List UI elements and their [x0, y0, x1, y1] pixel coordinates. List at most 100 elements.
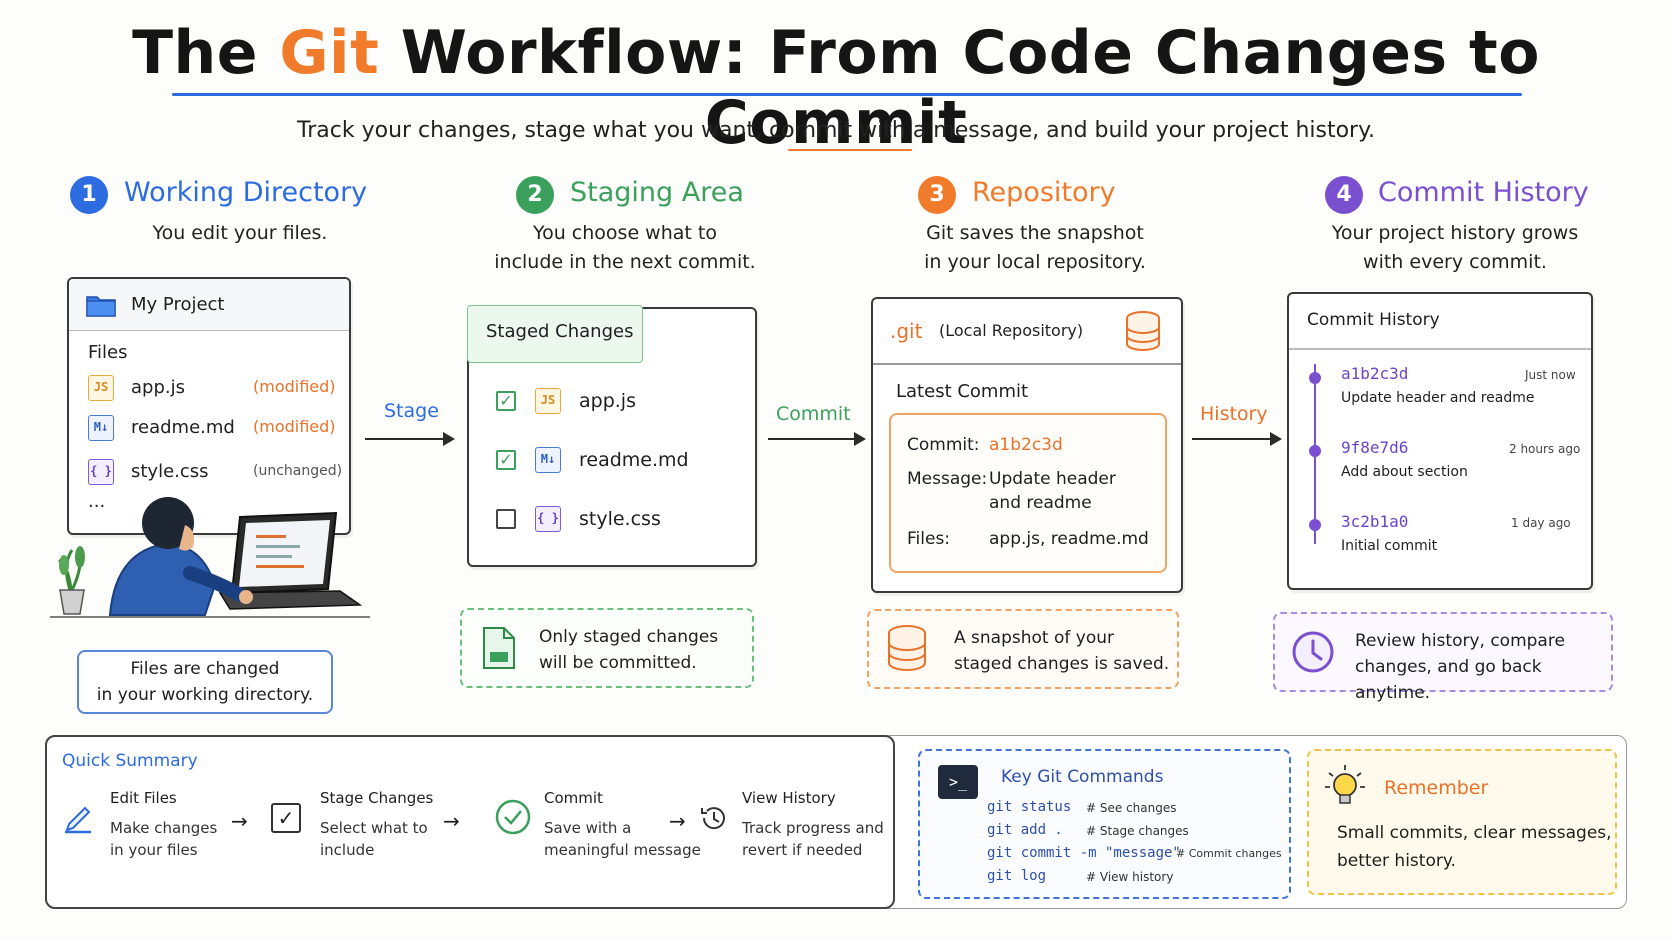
step-number-4: 4 [1325, 176, 1363, 214]
history-icon [699, 803, 729, 833]
summary-desc-line: revert if needed [742, 841, 863, 859]
lightbulb-icon [1323, 763, 1367, 811]
more-files-ellipsis: ... [88, 491, 106, 512]
arrow-commit-line [768, 438, 856, 440]
markdown-file-icon: M↓ [535, 447, 561, 473]
commit-history-title: Commit History [1307, 310, 1440, 330]
git-command-comment: # Stage changes [1086, 824, 1189, 838]
git-command-comment: # See changes [1086, 801, 1177, 815]
commit-message: Initial commit [1341, 538, 1438, 554]
remember-line: Small commits, clear messages, [1337, 823, 1612, 843]
step-desc-line: You edit your files. [152, 222, 328, 244]
file-status: (unchanged) [253, 463, 343, 479]
file-icon [482, 626, 516, 670]
summary-desc-line: include [320, 841, 375, 859]
git-command: git add . [987, 822, 1063, 838]
staging-note: Only staged changes will be committed. [460, 608, 754, 688]
git-command: git status [987, 799, 1072, 815]
arrow-history-line [1192, 438, 1272, 440]
arrow-label-commit: Commit [776, 403, 851, 425]
step-desc-repository: Git saves the snapshot in your local rep… [880, 219, 1190, 277]
summary-step-head: Edit Files [110, 789, 177, 807]
step-number-1: 1 [70, 176, 108, 214]
git-command-comment: # Commit changes [1176, 847, 1282, 860]
step-desc-line: Your project history grows [1331, 222, 1579, 244]
working-directory-panel: My Project Files JS app.js (modified) M↓… [67, 277, 351, 535]
note-line: Review history, compare [1355, 631, 1565, 651]
repository-panel: .git (Local Repository) Latest Commit Co… [871, 297, 1183, 593]
summary-step-desc: Save with a meaningful message [544, 817, 701, 861]
commit-files: app.js, readme.md [989, 529, 1149, 549]
checkbox-checked[interactable]: ✓ [496, 450, 516, 470]
commit-message: Add about section [1341, 464, 1468, 480]
arrow-label-stage: Stage [384, 400, 439, 422]
folder-icon [86, 293, 116, 317]
arrow-label-history: History [1200, 403, 1268, 425]
remember-title: Remember [1384, 777, 1489, 799]
arrow-right-icon [1270, 432, 1282, 446]
timeline-dot [1309, 372, 1321, 384]
timeline-dot [1309, 445, 1321, 457]
commit-time: 2 hours ago [1509, 442, 1581, 456]
commit-field-label: Commit: [907, 435, 980, 455]
summary-desc-line: in your files [110, 841, 198, 859]
checkbox-checked[interactable]: ✓ [496, 391, 516, 411]
title-prefix: The [132, 18, 258, 88]
note-line: staged changes is saved. [954, 654, 1170, 674]
staged-file-name: app.js [579, 390, 636, 412]
message-field-label: Message: [907, 469, 988, 489]
note-line: in your working directory. [96, 685, 314, 705]
step-number-2: 2 [516, 176, 554, 214]
summary-desc-line: meaningful message [544, 841, 701, 859]
step-desc-line: Git saves the snapshot [926, 222, 1144, 244]
files-field-label: Files: [907, 529, 951, 549]
note-line: changes, and go back anytime. [1355, 657, 1542, 703]
database-icon [1125, 311, 1161, 351]
js-file-icon: JS [535, 388, 561, 414]
checkbox-unchecked[interactable] [496, 509, 516, 529]
note-line: will be committed. [539, 653, 697, 673]
summary-step-desc: Track progress and revert if needed [742, 817, 884, 861]
file-name: style.css [131, 461, 209, 482]
file-status: (modified) [253, 377, 336, 396]
quick-summary-panel: Quick Summary Edit Files Make changes in… [45, 735, 895, 909]
project-name: My Project [131, 294, 225, 315]
title-highlight: Git [279, 18, 380, 88]
summary-step-head: Stage Changes [320, 789, 434, 807]
step-desc-line: with every commit. [1363, 251, 1547, 273]
files-label: Files [88, 342, 128, 363]
working-directory-note: Files are changed in your working direct… [77, 650, 333, 714]
staged-file-name: readme.md [579, 449, 689, 471]
developer-illustration [50, 495, 370, 655]
step-desc-staging-area: You choose what to include in the next c… [470, 219, 780, 277]
subtitle: Track your changes, stage what you want,… [297, 118, 1375, 143]
summary-desc-line: Make changes [110, 819, 218, 837]
step-desc-commit-history: Your project history grows with every co… [1290, 219, 1620, 277]
clock-icon [1291, 630, 1335, 674]
title-underline [172, 93, 1522, 96]
commit-hash: 9f8e7d6 [1341, 438, 1409, 457]
subtitle-underline [788, 149, 912, 151]
staged-changes-title: Staged Changes [486, 321, 634, 342]
git-command-comment: # View history [1086, 870, 1174, 884]
terminal-icon: >_ [938, 765, 978, 799]
note-line: Only staged changes [539, 627, 719, 647]
git-commands-title: Key Git Commands [1001, 767, 1164, 787]
arrow-right-icon: → [443, 809, 460, 833]
js-file-icon: JS [88, 375, 114, 401]
arrow-right-icon: → [669, 809, 686, 833]
timeline-dot [1309, 519, 1321, 531]
pencil-icon [63, 802, 93, 834]
git-command: git commit -m "message" [987, 845, 1181, 861]
commit-time: Just now [1525, 368, 1576, 382]
commit-message: Update header and readme [1341, 390, 1535, 406]
commit-message-line: and readme [989, 493, 1092, 513]
database-icon [887, 625, 927, 673]
markdown-file-icon: M↓ [88, 415, 114, 441]
summary-desc-line: Select what to [320, 819, 428, 837]
step-number-3: 3 [918, 176, 956, 214]
arrow-right-icon [854, 432, 866, 446]
step-title-staging-area: Staging Area [570, 177, 744, 208]
checkbox-icon: ✓ [271, 803, 301, 833]
step-desc-line: You choose what to [533, 222, 717, 244]
